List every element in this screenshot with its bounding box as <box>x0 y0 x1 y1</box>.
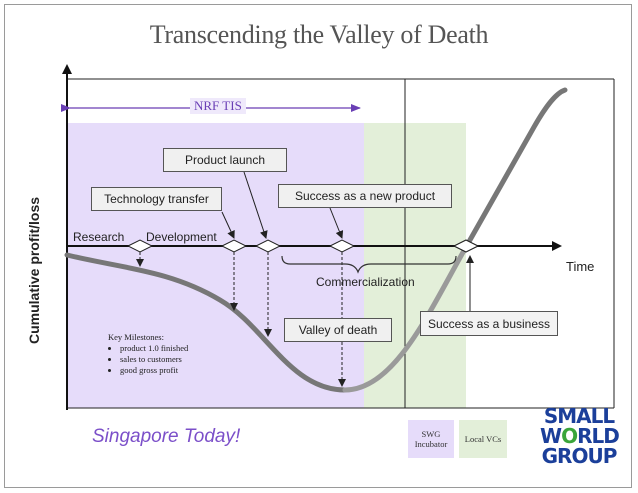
success-new-product-box: Success as a new product <box>278 184 452 208</box>
logo-line-2: WORLD <box>540 424 620 448</box>
singapore-today-label: Singapore Today! <box>92 426 241 447</box>
slide-title: Transcending the Valley of Death <box>149 20 489 49</box>
nrf-tis-label: NRF TIS <box>190 98 246 114</box>
small-world-group-logo: SMALL WORLD GROUP <box>540 404 620 468</box>
commercialization-label: Commercialization <box>316 275 415 289</box>
valley-of-death-box: Valley of death <box>284 318 392 342</box>
local-vc-zone <box>364 123 466 408</box>
local-vcs-chip: Local VCs <box>459 420 507 458</box>
milestone-diamond-research <box>126 239 154 253</box>
milestone-item: good gross profit <box>120 365 188 376</box>
profit-curve-rise <box>463 87 568 250</box>
logo-line-1: SMALL <box>543 404 615 428</box>
milestone-diamond-tech-transfer <box>220 239 248 253</box>
milestone-item: product 1.0 finished <box>120 343 188 354</box>
research-label: Research <box>73 230 125 244</box>
arrow-new-product <box>329 207 344 239</box>
key-milestones: Key Milestones: product 1.0 finished sal… <box>108 332 188 376</box>
arrow-product-launch <box>243 171 268 239</box>
milestone-diamond-new-product <box>328 239 356 253</box>
x-axis-label: Time <box>566 259 595 274</box>
milestone-diamond-business <box>452 239 480 253</box>
key-milestones-heading: Key Milestones: <box>108 332 164 342</box>
profit-curve-dark <box>64 252 348 393</box>
development-label: Development <box>146 230 217 244</box>
swg-incubator-chip: SWG Incubator <box>408 420 454 458</box>
success-business-box: Success as a business <box>420 311 558 336</box>
milestone-item: sales to customers <box>120 354 188 365</box>
arrow-tech-transfer <box>221 211 235 239</box>
logo-line-3: GROUP <box>541 444 618 468</box>
milestone-diamond-product-launch <box>254 239 282 253</box>
y-axis-label: Cumulative profit/loss <box>26 196 42 344</box>
product-launch-box: Product launch <box>163 148 287 172</box>
commercialization-brace <box>281 255 457 274</box>
profit-curve-light <box>342 244 469 393</box>
technology-transfer-box: Technology transfer <box>91 187 222 211</box>
